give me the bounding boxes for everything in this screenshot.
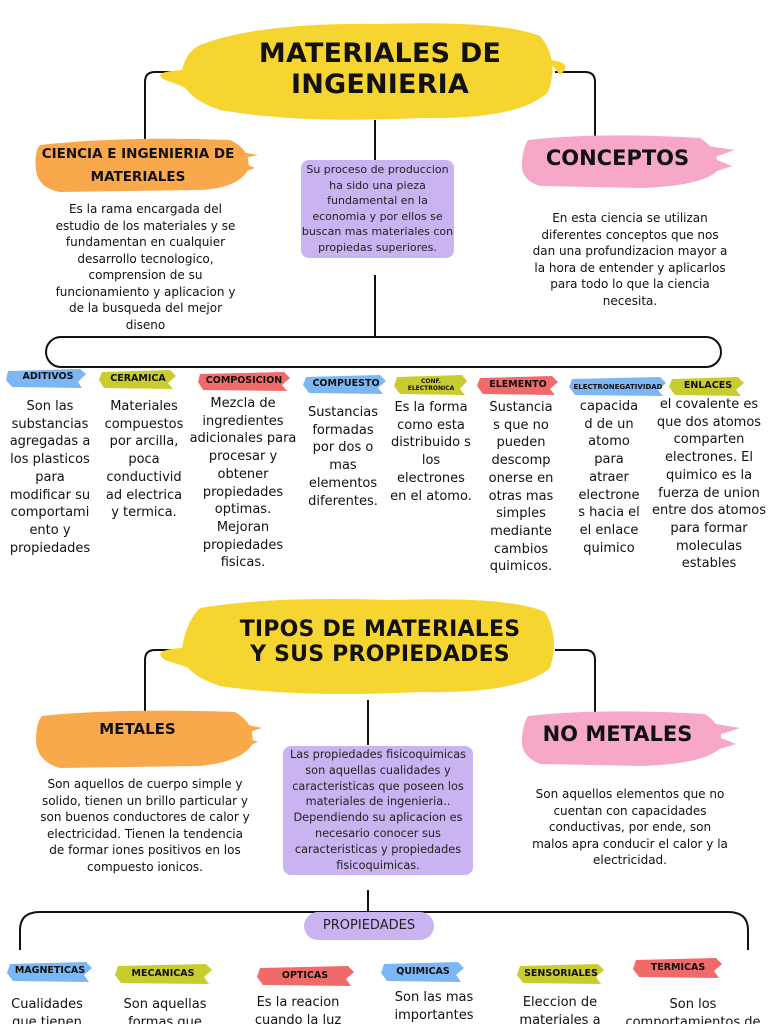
property-text-mecanicas: Son aquellas formas que (123, 997, 207, 1024)
concept-text-aditivos: Son las substancias agregadas a los plas… (9, 399, 91, 556)
property-text-termicas: Son los comportamientos de (625, 997, 761, 1024)
center-note-1: Su proceso de produccion ha sido una pie… (301, 160, 454, 258)
left-heading-1-line2: MATERIALES (90, 169, 186, 185)
concept-text-conf-electronica: Es la forma como esta distribuido s los … (390, 400, 472, 504)
property-text-sensoriales: Eleccion de materiales a (519, 995, 601, 1024)
pink-brush-2 (521, 711, 722, 766)
tag-termicas: TERMICAS (650, 962, 706, 973)
main-title-1-line1: MATERIALES DE (258, 38, 502, 69)
left-heading-1: CIENCIA E INGENIERIA DE MATERIALES (38, 143, 238, 189)
properties-pill: PROPIEDADES (304, 912, 434, 940)
concept-text-composicion: Mezcla de ingredientes adicionales para … (189, 396, 297, 571)
concept-text-elemento: Sustancia s que no pueden descomp onerse… (488, 400, 554, 575)
tag-enlaces: ENLACES (683, 380, 733, 391)
tag-compuesto: COMPUESTO (312, 378, 380, 389)
tag-ceramica: CERAMICA (110, 373, 166, 384)
tag-composicion: COMPOSICION (205, 375, 283, 386)
concept-text-ceramica: Materiales compuestos por arcilla, poca … (104, 399, 184, 521)
tag-quimicas: QUIMICAS (396, 966, 450, 977)
tag-sensoriales: SENSORIALES (524, 968, 598, 979)
main-title-1-line2: INGENIERIA (290, 69, 470, 101)
left-heading-1-line1: CIENCIA E INGENIERIA DE (41, 146, 235, 162)
concept-text-enlaces: el covalente es que dos atomos comparten… (651, 397, 767, 572)
property-text-opticas: Es la reacion cuando la luz (254, 995, 342, 1024)
tag-conf-line2: ELECTRONICA (407, 385, 455, 392)
tag-elemento: ELEMENTO (489, 379, 547, 390)
concept-text-electronegatividad: capacida d de un atomo para atraer elect… (578, 399, 640, 556)
tag-magneticas: MAGNETICAS (14, 965, 86, 976)
right-heading-2: NO METALES (542, 722, 693, 746)
tag-mecanicas: MECANICAS (131, 968, 195, 979)
main-title-2-line2: Y SUS PROPIEDADES (250, 642, 510, 668)
tag-conf-electronica: CONF. ELECTRONICA (398, 377, 464, 393)
main-title-2: TIPOS DE MATERIALES Y SUS PROPIEDADES (220, 617, 540, 668)
tag-opticas: OPTICAS (281, 970, 329, 981)
right-heading-1: CONCEPTOS (545, 146, 690, 170)
title-brush-2 (181, 599, 555, 694)
left-heading-2: METALES (99, 720, 176, 738)
orange-brush-1 (35, 138, 249, 192)
main-title-2-line1: TIPOS DE MATERIALES (239, 617, 521, 642)
concept-text-compuesto: Sustancias formadas por dos o mas elemen… (307, 405, 379, 509)
tag-conf-line1: CONF. (420, 378, 442, 385)
right-description-1: En esta ciencia se utilizan diferentes c… (532, 211, 728, 308)
left-description-1: Es la rama encargada del estudio de los … (55, 202, 236, 332)
pink-brush-1 (521, 135, 718, 188)
orange-brush-2 (36, 710, 253, 768)
main-title-1: MATERIALES DE INGENIERIA (230, 38, 530, 100)
property-text-magneticas: Cualidades que tienen (11, 997, 83, 1024)
tag-electronegatividad: ELECTRONEGATIVIDAD (573, 383, 663, 391)
title-brush-1 (181, 23, 553, 120)
property-text-quimicas: Son las mas importantes (394, 990, 474, 1023)
center-note-2: Las propiedades fisicoquimicas son aquel… (283, 746, 473, 876)
left-description-2: Son aquellos de cuerpo simple y solido, … (40, 777, 250, 874)
tag-aditivos: ADITIVOS (22, 371, 74, 382)
right-description-2: Son aquellos elementos que no cuentan co… (532, 787, 728, 867)
